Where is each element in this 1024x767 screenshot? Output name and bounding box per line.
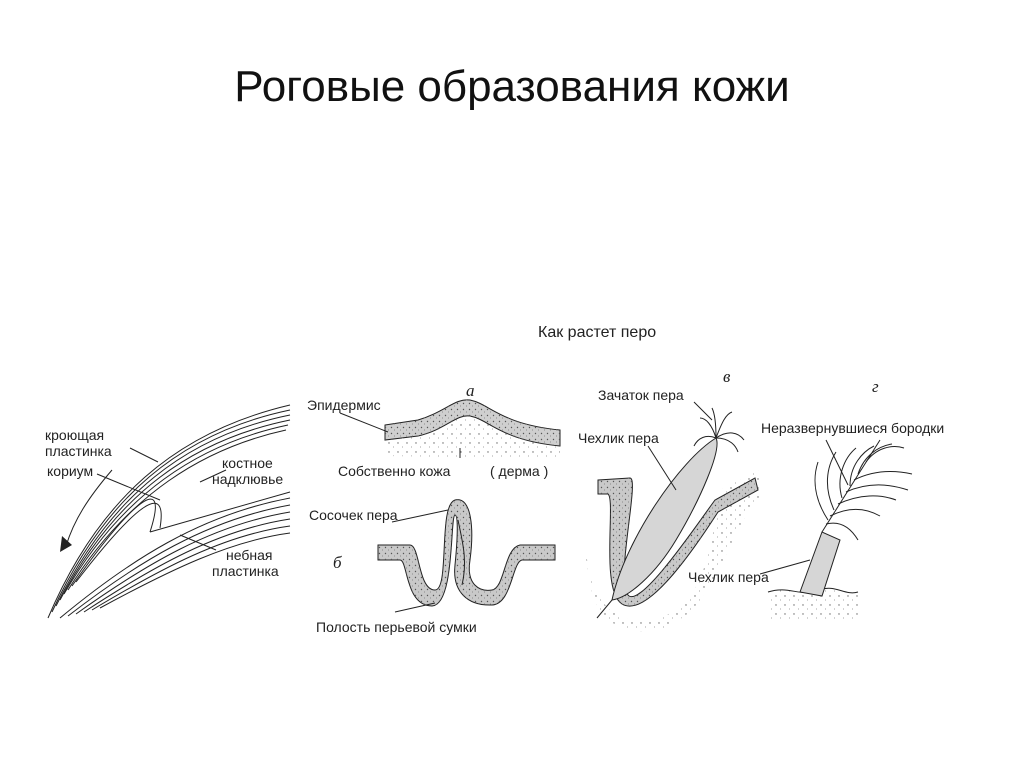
beak-label-covering-plate-1: кроющая [45,427,104,443]
beak-leader-lines [96,447,227,551]
feather-bag-cavity [457,519,466,586]
label-barbs: Неразвернувшиеся бородки [761,420,944,436]
slide-title: Роговые образования кожи [234,62,790,111]
panel-letter-v: в [723,367,731,386]
panel-g-unfolding: г Неразвернувшиеся бородки Чехлик пера [688,377,944,620]
dermis-layer [385,415,560,458]
beak-label-corium: кориум [47,463,93,479]
label-epidermis: Эпидермис [307,397,381,413]
label-bud: Зачаток пера [598,387,684,403]
beak-lower-plate-lines [59,491,291,619]
label-cavity: Полость перьевой сумки [316,619,477,635]
beak-label-palatine-plate-1: небная [226,547,272,563]
panel-b-papilla: б Сосочек пера Полость перьевой сумки [309,499,556,635]
beak-diagram: кроющая пластинка кориум костное надклюв… [45,404,291,619]
growth-arrowhead-icon [60,536,72,552]
beak-label-bony-beak-1: костное [222,455,273,471]
unfolded-barbs [814,443,913,541]
beak-label-palatine-plate-2: пластинка [212,563,279,579]
label-sheath-v: Чехлик пера [578,430,659,446]
panel-letter-a: а [466,381,475,400]
panel-a-skin: а Эпидермис Собственно кожа ( дерма ) [307,381,561,479]
beak-upper-plate-lines [47,404,291,619]
feather-heading: Как растет перо [538,324,656,341]
label-dermis-paren: ( дерма ) [490,463,548,479]
feather-bud [611,437,718,601]
label-sheath-g: Чехлик пера [688,569,769,585]
panel-letter-g: г [872,377,879,396]
growth-arrow-icon [65,469,113,547]
beak-label-covering-plate-2: пластинка [45,443,112,459]
bud-filaments [693,407,745,453]
panel-v-bud: в Зачаток пера Чехлик пера [578,367,760,632]
feather-sheath-g [799,531,841,597]
panel-letter-b: б [333,553,342,572]
beak-label-bony-beak-2: надклювье [212,471,283,487]
label-papilla: Сосочек пера [309,507,398,523]
label-dermis: Собственно кожа [338,463,451,479]
skin-base [768,588,858,620]
